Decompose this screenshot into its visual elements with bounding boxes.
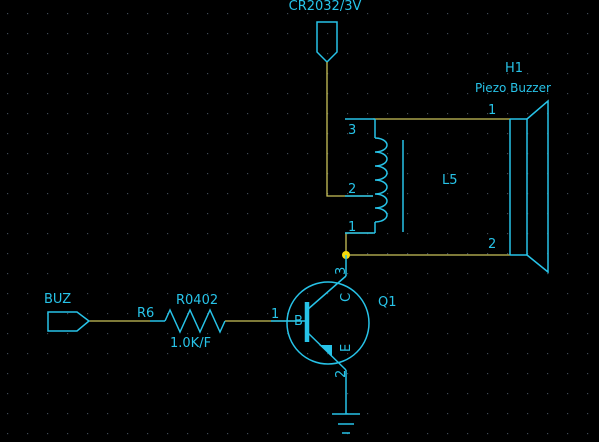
q1-ref-label: Q1 xyxy=(378,295,397,310)
l5-pin2-label: 2 xyxy=(348,182,356,197)
power-label: CR2032/3V xyxy=(289,0,362,14)
buzzer-h1[interactable]: 1 2 xyxy=(488,99,549,274)
ground-symbol[interactable] xyxy=(332,400,360,434)
buz-port-label: BUZ xyxy=(44,292,71,307)
power-port-symbol[interactable] xyxy=(316,21,338,64)
q1-emitter-letter: E xyxy=(339,344,354,352)
h1-value-label: Piezo Buzzer xyxy=(475,81,551,95)
l5-pin3-label: 3 xyxy=(348,123,356,138)
q1-base-pin-label: 1 xyxy=(271,307,279,322)
transistor-q1[interactable]: 1 B 3 C E 2 xyxy=(271,255,370,400)
r6-package-label: R0402 xyxy=(176,293,218,308)
resistor-r6[interactable] xyxy=(150,308,226,334)
l5-ref-label: L5 xyxy=(442,173,458,188)
h1-pin2-label: 2 xyxy=(488,237,496,252)
r6-ref-label: R6 xyxy=(137,306,154,321)
h1-ref-label: H1 xyxy=(505,61,523,76)
buz-port-symbol[interactable] xyxy=(47,311,91,332)
emitter-arrow xyxy=(319,345,332,356)
r6-value-label: 1.0K/F xyxy=(170,336,211,351)
inductor-l5[interactable]: 3 2 1 xyxy=(345,118,404,235)
q1-collector-letter: C xyxy=(339,293,354,302)
q1-base-letter: B xyxy=(294,314,303,329)
q1-collector-pin-label: 3 xyxy=(334,267,349,275)
l5-pin1-label: 1 xyxy=(348,220,356,235)
q1-emitter-pin-label: 2 xyxy=(334,370,349,378)
h1-pin1-label: 1 xyxy=(488,103,496,118)
